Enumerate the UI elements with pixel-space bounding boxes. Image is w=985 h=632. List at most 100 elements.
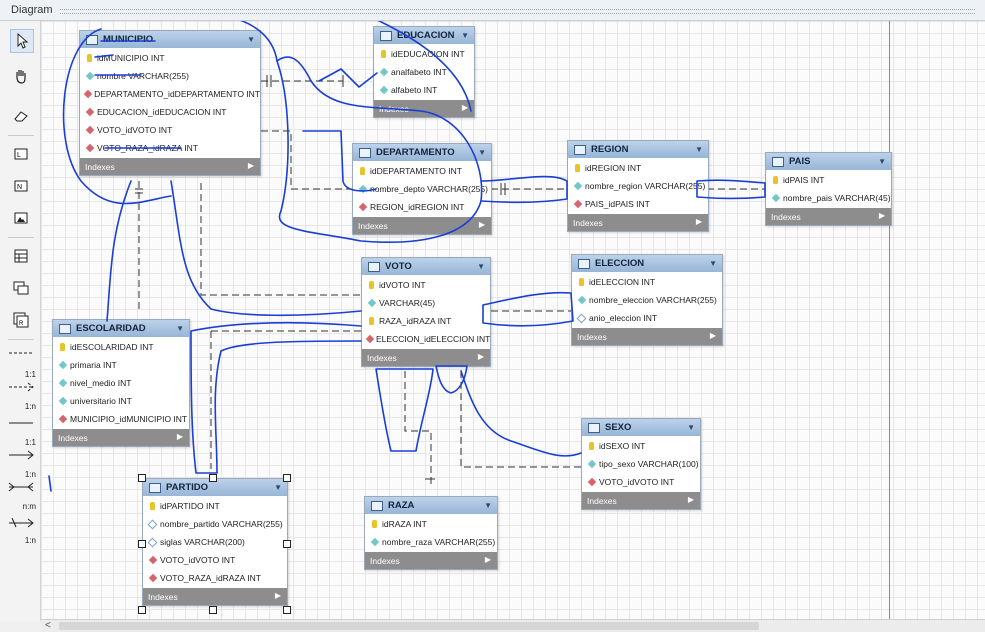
relation-existing-columns[interactable]: 1:n	[6, 515, 36, 545]
column-row[interactable]: ELECCION_idELECCION INT	[362, 330, 490, 348]
expand-arrow-icon[interactable]: ▶	[461, 103, 468, 112]
resize-handle[interactable]	[283, 540, 291, 548]
column-row[interactable]: idREGION INT	[568, 159, 708, 177]
resize-handle[interactable]	[138, 474, 146, 482]
column-row[interactable]: analfabeto INT	[374, 63, 474, 81]
expand-arrow-icon[interactable]: ▶	[247, 161, 254, 170]
indexes-section[interactable]: Indexes▶	[362, 349, 490, 366]
column-row[interactable]: nombre VARCHAR(255)	[80, 67, 260, 85]
column-row[interactable]: idPARTIDO INT	[143, 497, 287, 515]
column-row[interactable]: VOTO_idVOTO INT	[143, 551, 287, 569]
chevron-down-icon[interactable]: ▼	[484, 501, 492, 510]
indexes-section[interactable]: Indexes▶	[582, 492, 700, 509]
horizontal-scrollbar[interactable]: <	[41, 619, 985, 632]
hand-tool[interactable]	[10, 65, 32, 87]
entity-header[interactable]: PAIS▼	[766, 153, 891, 170]
chevron-down-icon[interactable]: ▼	[176, 324, 184, 333]
scrollbar-thumb[interactable]	[59, 622, 759, 630]
column-row[interactable]: nombre_partido VARCHAR(255)	[143, 515, 287, 533]
column-row[interactable]: nombre_region VARCHAR(255)	[568, 177, 708, 195]
column-row[interactable]: EDUCACION_idEDUCACION INT	[80, 103, 260, 121]
column-row[interactable]: primaria INT	[53, 356, 189, 374]
expand-arrow-icon[interactable]: ▶	[484, 555, 491, 564]
relation-1-1-identifying[interactable]: 1:1	[6, 417, 36, 447]
resize-handle[interactable]	[283, 606, 291, 614]
column-row[interactable]: idESCOLARIDAD INT	[53, 338, 189, 356]
entity-header[interactable]: SEXO▼	[582, 419, 700, 436]
chevron-down-icon[interactable]: ▼	[477, 262, 485, 271]
chevron-down-icon[interactable]: ▼	[274, 483, 282, 492]
column-row[interactable]: idVOTO INT	[362, 276, 490, 294]
image-tool[interactable]	[10, 207, 32, 229]
chevron-down-icon[interactable]: ▼	[478, 148, 486, 157]
column-row[interactable]: siglas VARCHAR(200)	[143, 533, 287, 551]
expand-arrow-icon[interactable]: ▶	[687, 495, 694, 504]
expand-arrow-icon[interactable]: ▶	[477, 352, 484, 361]
eraser-tool[interactable]	[10, 105, 32, 127]
column-row[interactable]: nombre_depto VARCHAR(255)	[353, 180, 491, 198]
entity-header[interactable]: RAZA▼	[365, 497, 497, 514]
column-row[interactable]: VOTO_idVOTO INT	[80, 121, 260, 139]
resize-handle[interactable]	[138, 540, 146, 548]
column-row[interactable]: REGION_idREGION INT	[353, 198, 491, 216]
indexes-section[interactable]: Indexes▶	[143, 588, 287, 605]
entity-header[interactable]: ELECCION▼	[572, 255, 722, 272]
note-tool[interactable]: N	[10, 175, 32, 197]
column-row[interactable]: nombre_eleccion VARCHAR(255)	[572, 291, 722, 309]
expand-arrow-icon[interactable]: ▶	[878, 211, 885, 220]
column-row[interactable]: RAZA_idRAZA INT	[362, 312, 490, 330]
column-row[interactable]: PAIS_idPAIS INT	[568, 195, 708, 213]
layer-tool[interactable]: L	[10, 143, 32, 165]
entity-header[interactable]: MUNICIPIO▼	[80, 31, 260, 48]
entity-header[interactable]: ESCOLARIDAD▼	[53, 320, 189, 337]
column-row[interactable]: idPAIS INT	[766, 171, 891, 189]
indexes-section[interactable]: Indexes▶	[568, 214, 708, 231]
resize-handle[interactable]	[209, 474, 217, 482]
titlebar-grip[interactable]	[60, 9, 975, 14]
resize-handle[interactable]	[138, 606, 146, 614]
column-row[interactable]: idRAZA INT	[365, 515, 497, 533]
column-row[interactable]: idSEXO INT	[582, 437, 700, 455]
table-tool[interactable]	[10, 245, 32, 267]
column-row[interactable]: universitario INT	[53, 392, 189, 410]
indexes-section[interactable]: Indexes▶	[766, 208, 891, 225]
expand-arrow-icon[interactable]: ▶	[176, 432, 183, 441]
column-row[interactable]: alfabeto INT	[374, 81, 474, 99]
resize-handle[interactable]	[283, 474, 291, 482]
relation-1-1-nonidentifying[interactable]: 1:1	[6, 349, 36, 379]
column-row[interactable]: VOTO_RAZA_idRAZA INT	[143, 569, 287, 587]
column-row[interactable]: nivel_medio INT	[53, 374, 189, 392]
resize-handle[interactable]	[209, 606, 217, 614]
expand-arrow-icon[interactable]: ▶	[274, 591, 281, 600]
relation-n-m[interactable]: n:m	[6, 481, 36, 511]
expand-arrow-icon[interactable]: ▶	[709, 331, 716, 340]
expand-arrow-icon[interactable]: ▶	[695, 217, 702, 226]
column-row[interactable]: idELECCION INT	[572, 273, 722, 291]
indexes-section[interactable]: Indexes▶	[53, 429, 189, 446]
relation-1-n-nonidentifying[interactable]: 1:n	[6, 381, 36, 411]
chevron-down-icon[interactable]: ▼	[247, 35, 255, 44]
column-row[interactable]: DEPARTAMENTO_idDEPARTAMENTO INT	[80, 85, 260, 103]
column-row[interactable]: MUNICIPIO_idMUNICIPIO INT	[53, 410, 189, 428]
column-row[interactable]: tipo_sexo VARCHAR(100)	[582, 455, 700, 473]
chevron-down-icon[interactable]: ▼	[461, 31, 469, 40]
entity-header[interactable]: VOTO▼	[362, 258, 490, 275]
chevron-down-icon[interactable]: ▼	[709, 259, 717, 268]
scroll-left-icon[interactable]: <	[45, 620, 51, 631]
column-row[interactable]: idDEPARTAMENTO INT	[353, 162, 491, 180]
chevron-down-icon[interactable]: ▼	[695, 145, 703, 154]
view-tool[interactable]	[10, 277, 32, 299]
column-row[interactable]: nombre_raza VARCHAR(255)	[365, 533, 497, 551]
indexes-section[interactable]: Indexes▶	[365, 552, 497, 569]
routine-tool[interactable]: R	[10, 309, 32, 331]
select-tool[interactable]	[10, 29, 34, 53]
entity-header[interactable]: DEPARTAMENTO▼	[353, 144, 491, 161]
column-row[interactable]: nombre_pais VARCHAR(45)	[766, 189, 891, 207]
